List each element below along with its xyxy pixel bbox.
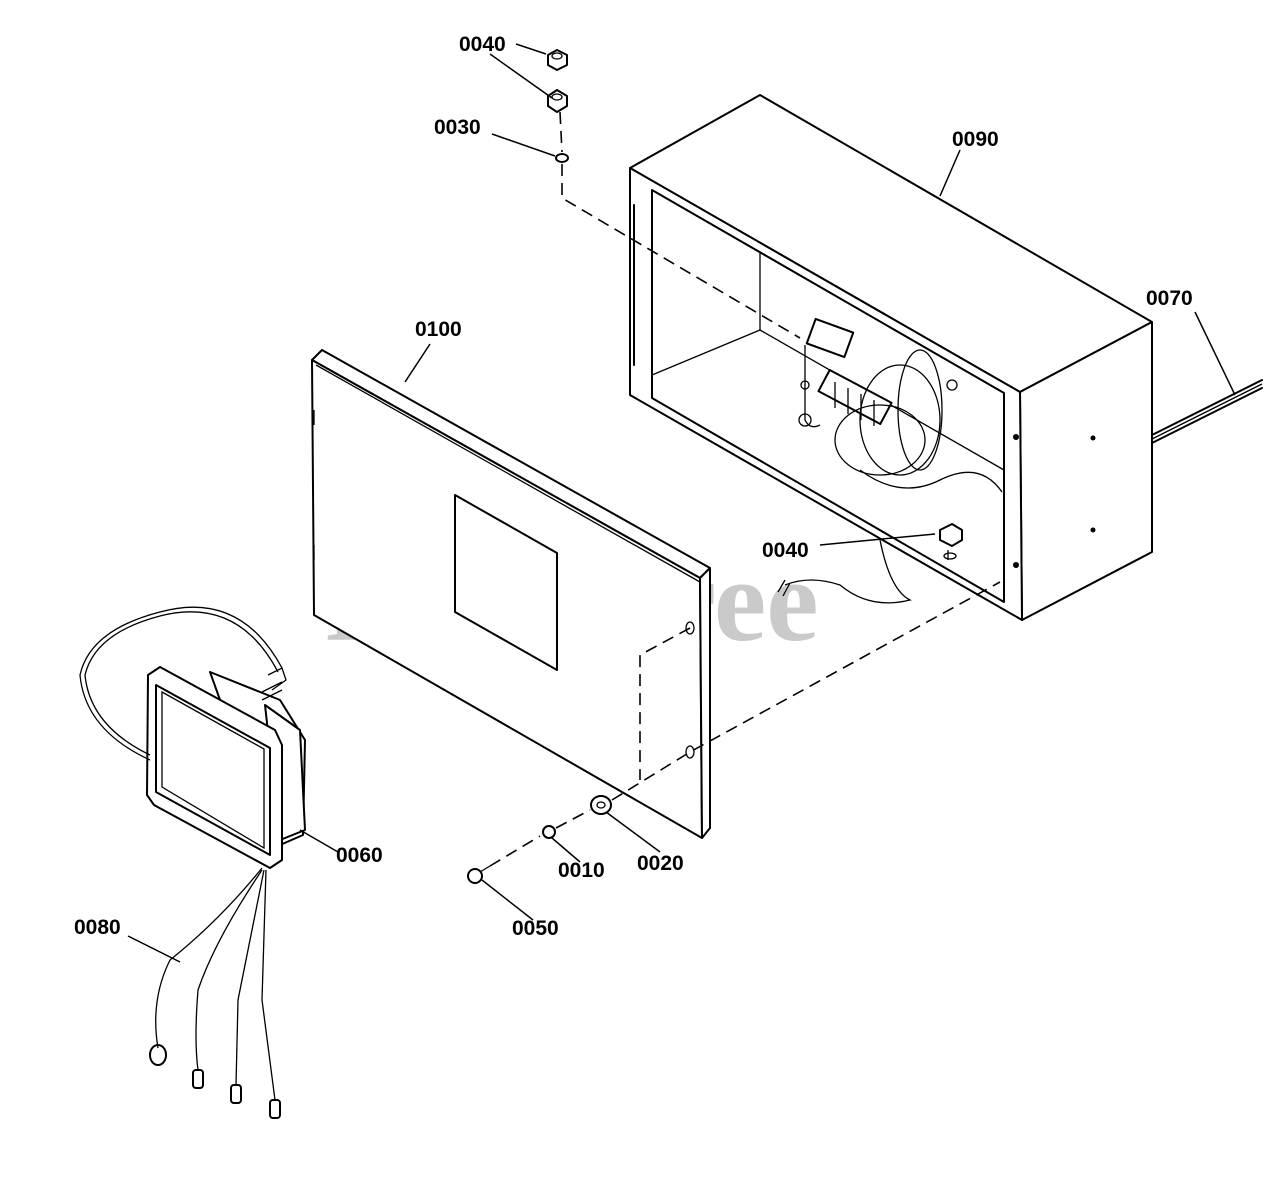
- label-0020: 0020: [637, 852, 684, 875]
- leader-lines: [127, 43, 1236, 963]
- flat-washer: [590, 795, 612, 815]
- front-panel: [311, 349, 711, 839]
- top-nut-upper: [547, 49, 568, 71]
- assembly-lines: [489, 111, 1001, 867]
- label-0040-side: 0040: [762, 539, 809, 562]
- control-box-housing: [629, 94, 1153, 621]
- label-0080: 0080: [74, 916, 121, 939]
- top-lockwasher: [555, 153, 569, 163]
- label-0070: 0070: [1146, 287, 1193, 310]
- label-0040-top: 0040: [459, 33, 506, 56]
- label-0050: 0050: [512, 917, 559, 940]
- wire-harness: [149, 867, 281, 1119]
- power-cable: [1151, 379, 1263, 444]
- screw: [467, 865, 491, 884]
- label-0030: 0030: [434, 116, 481, 139]
- meter-display: [79, 606, 306, 869]
- label-0060: 0060: [336, 844, 383, 867]
- top-nut-lower: [547, 89, 568, 113]
- label-0010: 0010: [558, 859, 605, 882]
- lockwasher: [542, 825, 556, 839]
- label-0100: 0100: [415, 318, 462, 341]
- label-0090: 0090: [952, 128, 999, 151]
